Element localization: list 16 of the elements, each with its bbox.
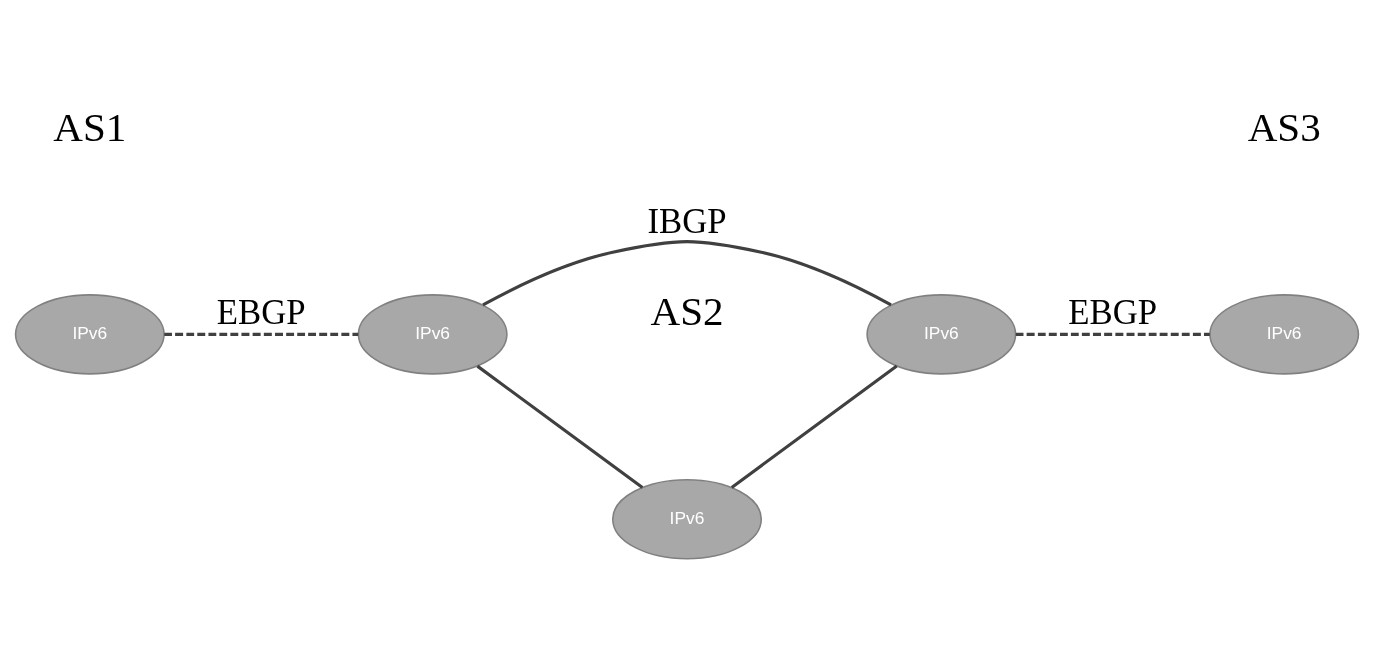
edge-label: EBGP xyxy=(216,293,306,333)
node-ellipse: IPv6 xyxy=(14,294,165,375)
connector xyxy=(164,332,359,336)
edge-label: EBGP xyxy=(1068,293,1158,333)
node-ellipse: IPv6 xyxy=(611,478,763,560)
label: AS3 xyxy=(1247,103,1321,150)
edge-label: IBGP xyxy=(647,201,727,241)
node-ellipse: IPv6 xyxy=(866,294,1017,375)
connector xyxy=(476,364,644,489)
node-ellipse: IPv6 xyxy=(1209,294,1360,375)
label: AS2 xyxy=(650,288,724,335)
connector xyxy=(730,364,898,489)
connector xyxy=(1015,332,1210,336)
node-ellipse: IPv6 xyxy=(357,294,508,375)
label: AS1 xyxy=(53,103,127,150)
connector xyxy=(482,240,892,307)
